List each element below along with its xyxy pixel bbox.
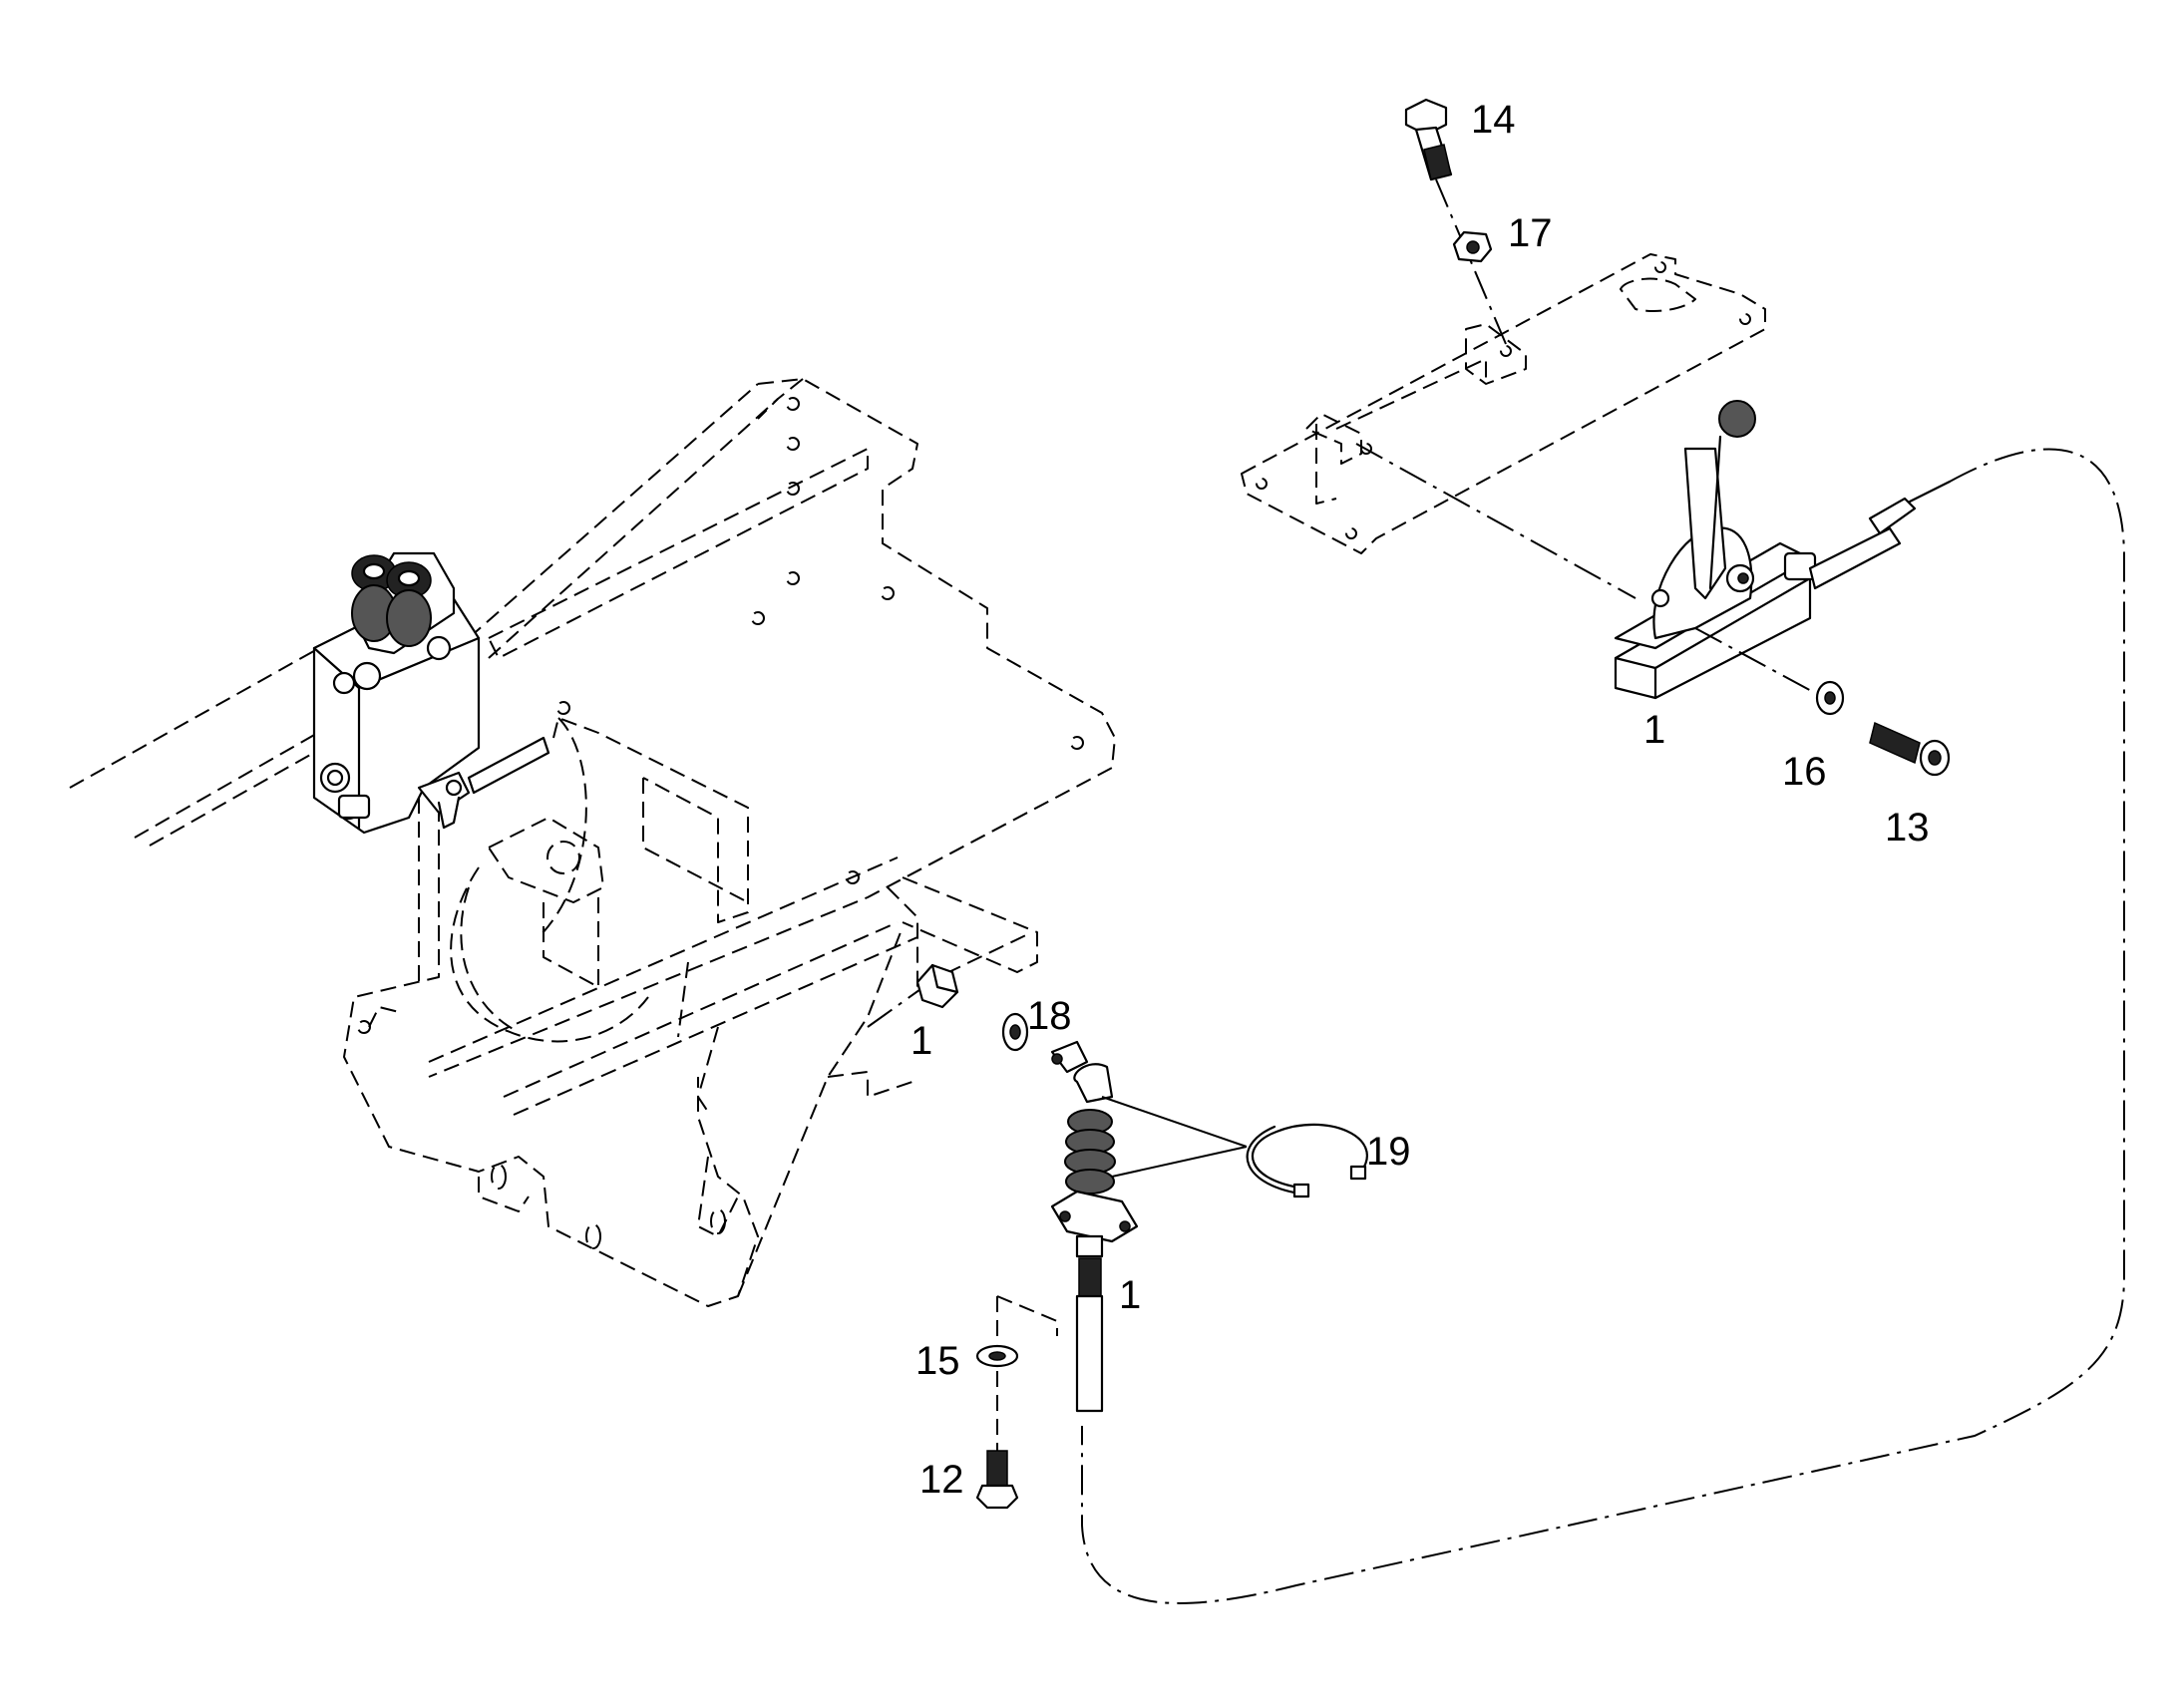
- washer-16: [1815, 680, 1845, 716]
- callout-16: 16: [1782, 750, 1827, 794]
- centerline-bolt-14: [1435, 178, 1507, 345]
- mounting-plate-phantom: [1241, 253, 1766, 554]
- washer-18: [1001, 1012, 1029, 1052]
- callout-17: 17: [1508, 211, 1553, 255]
- cable-end-boot: [1050, 1040, 1248, 1413]
- callout-1-lever: 1: [1643, 708, 1665, 752]
- centerline-lever: [1355, 443, 1636, 599]
- retaining-ring-19: [1246, 1123, 1368, 1198]
- callout-labels: 14 17 1 16 13 1 18 19 1 15 12: [910, 98, 1930, 1502]
- control-cable-route: [1081, 448, 2125, 1604]
- callout-1-cable: 1: [1119, 1273, 1141, 1317]
- bolt-13: [1869, 721, 1951, 777]
- callout-18: 18: [1027, 994, 1072, 1038]
- washer-15: [975, 1344, 1019, 1368]
- hydraulic-control-valve: [312, 551, 550, 835]
- callout-14: 14: [1471, 98, 1516, 142]
- bolt-12: [975, 1371, 1019, 1510]
- control-lever-assembly: [1614, 400, 1952, 700]
- callout-12: 12: [919, 1458, 964, 1502]
- callout-15: 15: [915, 1339, 960, 1383]
- nut-1-lower: [915, 963, 959, 1009]
- nut-17: [1452, 230, 1493, 263]
- callout-19: 19: [1366, 1130, 1411, 1174]
- vehicle-frame-phantom: [69, 378, 1116, 1307]
- bolt-14: [1404, 98, 1453, 181]
- centerline-washer: [1694, 627, 1816, 694]
- callout-13: 13: [1885, 806, 1930, 850]
- bracket-step-phantom: [996, 1295, 1058, 1336]
- callout-1-nut: 1: [910, 1019, 932, 1063]
